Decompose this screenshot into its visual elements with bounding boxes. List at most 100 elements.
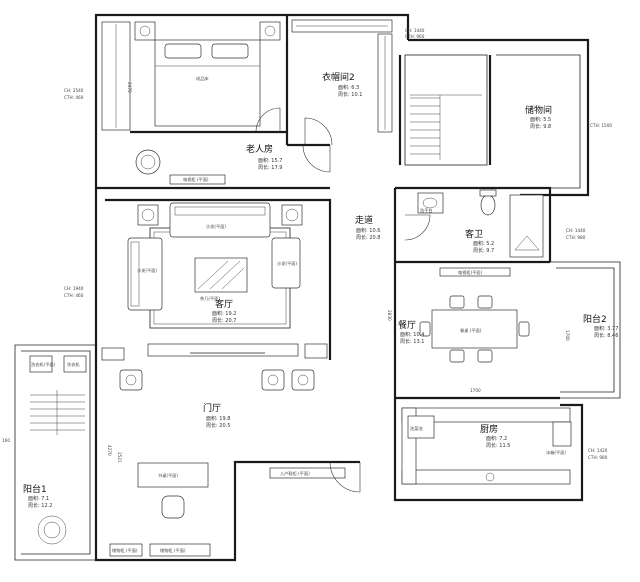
- armchair-2: [261, 369, 285, 391]
- sofa-left: [127, 237, 163, 311]
- kitchen-area: 面积: 7.2: [486, 435, 507, 442]
- stove-burner: [485, 472, 495, 482]
- bed-length: 2470: [127, 82, 132, 93]
- living-perimeter: 周长: 20.7: [212, 317, 236, 324]
- sideboard-label: 电视柜(平面): [458, 269, 483, 276]
- balcony-1-edge-dim: 160: [2, 438, 10, 443]
- end-table-right: [281, 204, 303, 226]
- balcony-1-area: 面积: 7.1: [28, 495, 49, 502]
- shoe-cabinet: [269, 467, 346, 479]
- armchair-right: [271, 237, 301, 289]
- kitchen-ch: CH: 1420: [588, 448, 608, 453]
- bedroom-cth: CTH: 460: [64, 95, 84, 100]
- balcony-1: 洗衣机(平面) 洗衣机 阳台1 面积: 7.1 周长: 12.2 160: [2, 355, 87, 545]
- dining-low-dim: 1700: [470, 388, 481, 393]
- corridor-name: 走道: [355, 214, 373, 226]
- kitchen-perimeter: 周长: 11.5: [486, 442, 510, 449]
- plant-pot: [37, 515, 67, 545]
- closet-cth: CTH: 960: [405, 34, 425, 39]
- washer-1-label: 洗衣机(平面): [31, 361, 56, 368]
- guest-bath-perimeter: 周长: 9.7: [473, 247, 494, 254]
- stair-steps: [410, 94, 482, 160]
- tv-cabinet-bedroom-label: 电视柜 (平面): [183, 176, 209, 183]
- living-name: 客厅: [215, 298, 233, 310]
- corridor-perimeter: 周长: 20.8: [356, 234, 380, 241]
- nightstand-right: [259, 21, 281, 41]
- end-table-left: [137, 204, 159, 226]
- dining-chair-5: [419, 321, 431, 337]
- closet-door-swing: [304, 117, 333, 146]
- storage-cth: CTH: 1500: [590, 123, 612, 128]
- tv-cabinet-living: [147, 343, 299, 357]
- desk: [137, 462, 209, 488]
- nightstand-left: [134, 21, 156, 41]
- closet-2: 衣帽间2 面积: 6.3 周长: 10.1 CH: 1440 CTH: 960: [291, 19, 425, 146]
- kitchen-sink-label: 洗菜池: [410, 425, 423, 432]
- kitchen-sink: [407, 415, 435, 439]
- fridge: [552, 421, 572, 447]
- sideboard: [439, 267, 511, 277]
- armchair-3: [291, 369, 315, 391]
- storage-cabinet-2-label: 储物柜 (平面): [160, 547, 186, 554]
- desk-chair: [161, 495, 185, 519]
- desk-label: 书桌(平面): [158, 472, 178, 479]
- closet-2-perimeter: 周长: 10.1: [338, 91, 362, 98]
- toilet: [480, 194, 496, 216]
- stair-well: [404, 54, 488, 166]
- sofa-main-label: 沙发(平面): [206, 223, 226, 230]
- coffee-table-hatch: [197, 260, 245, 290]
- kitchen: 洗菜池 冰箱(平面) 厨房 面积: 7.2 周长: 11.5 CH: 1420 …: [401, 407, 608, 485]
- washer-1: [29, 355, 53, 373]
- guest-bath-name: 客卫: [465, 228, 483, 240]
- dining-chair-6: [518, 321, 530, 337]
- bath-cabinet: [509, 194, 544, 258]
- storage-perimeter: 周长: 9.8: [530, 123, 551, 130]
- bath-sink-label: 洗手台: [420, 207, 433, 214]
- bedroom-ch: CH: 2540: [64, 88, 84, 93]
- dining-table-label: 餐桌 (平面): [460, 327, 482, 334]
- dining-table: [431, 309, 518, 349]
- living-ch: CH: 1940: [64, 286, 84, 291]
- dining-width-dim: 2830: [387, 310, 392, 321]
- bedroom-old-perimeter: 周长: 17.9: [258, 164, 282, 171]
- foyer-name: 门厅: [203, 402, 221, 414]
- coffee-table: [194, 257, 248, 293]
- bath-sink: [417, 192, 444, 214]
- balcony-2-perimeter: 周长: 8.46: [594, 332, 618, 339]
- dining-chair-3: [449, 349, 465, 363]
- dining-chair-1: [449, 295, 465, 309]
- fridge-label: 冰箱(平面): [546, 449, 566, 456]
- bed-label: 成品床: [196, 75, 209, 82]
- kitchen-cth: CTH: 980: [588, 455, 608, 460]
- entry-door-swing: [329, 461, 361, 493]
- balcony-2-name: 阳台2: [583, 313, 607, 325]
- sofa-main: [169, 202, 271, 238]
- drying-rack: [30, 390, 85, 435]
- guest-bath: 洗手台 客卫 面积: 5.2 周长: 9.7 CH: 1440 CTH: 980: [404, 189, 586, 258]
- corridor: 走道 面积: 10.6 周长: 20.8: [302, 144, 380, 241]
- living-area: 面积: 19.2: [212, 310, 236, 317]
- armchair-1: [119, 369, 143, 391]
- storage-name: 储物间: [525, 104, 552, 116]
- dining-room: 电视柜(平面) 餐桌 (平面) 餐厅 面积: 10.4 周长: 13.1 283…: [387, 267, 530, 393]
- coffee-table-label: 茶几(平面): [200, 295, 220, 302]
- balcony-2-area: 面积: 3.77: [594, 325, 618, 332]
- pillow-right: [211, 43, 249, 59]
- washer-2: [63, 355, 87, 373]
- bedroom-old-name: 老人房: [246, 143, 273, 155]
- closet-2-name: 衣帽间2: [322, 71, 355, 83]
- foyer-height-2: 2521: [117, 452, 122, 463]
- bedroom-old-area: 面积: 15.7: [258, 157, 282, 164]
- guest-bath-area: 面积: 5.2: [473, 240, 494, 247]
- living-cth: CTH: 460: [64, 293, 84, 298]
- sofa-left-label: 沙发(平面): [137, 267, 157, 274]
- dining-chair-4: [477, 349, 493, 363]
- round-chair: [135, 149, 161, 175]
- cabinet-top-left: [101, 347, 125, 361]
- closet-2-area: 面积: 6.3: [338, 84, 359, 91]
- tv-cabinet-bedroom: [169, 174, 226, 185]
- foyer-perimeter: 周长: 20.5: [206, 422, 230, 429]
- dining-area: 面积: 10.4: [400, 331, 424, 338]
- dining-chair-2: [477, 295, 493, 309]
